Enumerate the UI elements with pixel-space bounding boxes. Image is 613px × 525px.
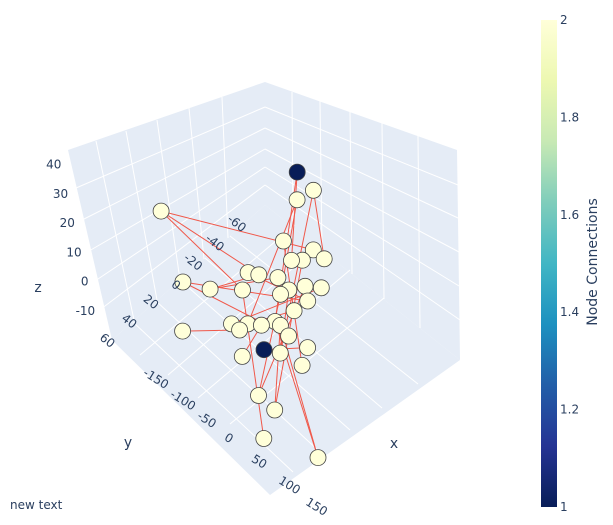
edge-line [247,199,298,325]
colorbar-tick-label: 1.2 [560,403,579,417]
node-marker[interactable] [271,344,289,362]
node-marker[interactable] [250,387,267,404]
node-marker[interactable] [283,251,300,269]
node-marker[interactable] [174,322,192,340]
node-marker[interactable] [174,273,192,291]
edge-line [312,190,325,259]
node-marker[interactable] [285,302,303,320]
node-marker[interactable] [266,401,284,419]
z-tick-label: 0 [81,275,89,289]
node-marker[interactable] [231,321,249,339]
x-axis-title: x [390,436,398,452]
node-marker[interactable] [309,449,327,467]
node-marker[interactable] [280,327,298,345]
x-tick-label: 50 [249,452,269,472]
node-marker[interactable] [233,347,251,365]
right-wall-pane [265,82,460,360]
node-marker[interactable] [255,430,273,447]
edge-line [160,210,260,276]
node-marker[interactable] [234,281,251,299]
node-marker[interactable] [272,285,289,303]
z-tick-label: 20 [60,216,75,230]
node-marker[interactable] [152,202,170,220]
node-marker[interactable] [252,316,270,334]
z-tick-label: 40 [46,158,61,172]
node-marker[interactable] [255,341,273,359]
z-tick-label: 30 [53,187,68,201]
annotation-text: new text [10,498,63,512]
colorbar: 1 1.2 1.4 1.6 1.8 2 Node Connections [541,13,601,514]
node-marker[interactable] [288,191,306,209]
node-marker[interactable] [299,339,317,357]
edge-line [160,210,243,291]
x-tick-label: 150 [303,495,330,519]
z-axis-title: z [34,280,41,296]
node-marker[interactable] [274,232,292,250]
node-marker[interactable] [312,279,330,297]
colorbar-tick-label: 2 [560,13,568,27]
node-marker[interactable] [201,280,219,298]
node-marker[interactable] [299,292,317,310]
x-tick-label: 100 [276,473,303,497]
node-marker[interactable] [269,269,287,287]
colorbar-tick-label: 1.8 [560,110,579,124]
node-marker[interactable] [296,277,314,295]
colorbar-title: Node Connections [585,198,601,326]
nodes-layer [152,163,333,467]
z-tick-label: -10 [76,304,96,318]
edge-line [274,325,281,411]
colorbar-ticks: 1 1.2 1.4 1.6 1.8 2 [560,13,579,514]
node-marker[interactable] [304,241,322,259]
colorbar-tick-label: 1.4 [560,305,579,319]
node-marker[interactable] [288,163,306,181]
colorbar-gradient [541,20,557,507]
node-marker[interactable] [315,250,333,268]
colorbar-tick-label: 1.6 [560,208,579,222]
y-axis-title: y [124,435,132,451]
colorbar-tick-label: 1 [560,500,568,514]
node-marker[interactable] [293,356,311,374]
z-tick-label: 10 [66,245,81,259]
node-marker[interactable] [250,266,268,284]
node-marker[interactable] [304,181,322,199]
